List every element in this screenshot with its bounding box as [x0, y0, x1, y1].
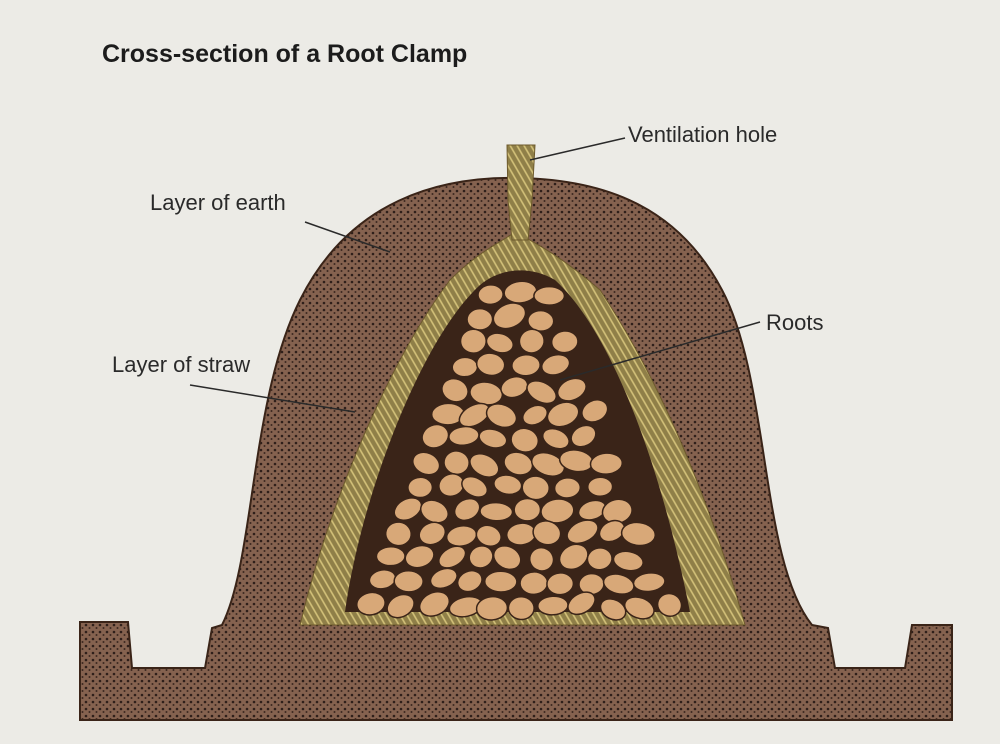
- root: [540, 353, 571, 376]
- root: [421, 423, 450, 449]
- label-ventilation-hole: Ventilation hole: [628, 122, 778, 147]
- root: [475, 595, 509, 621]
- root: [407, 476, 434, 499]
- root: [586, 476, 614, 497]
- ventilation-straw-bundle: [506, 144, 536, 241]
- root: [589, 452, 624, 475]
- root: [581, 399, 609, 423]
- root: [528, 546, 555, 572]
- root: [570, 424, 597, 448]
- root: [393, 497, 423, 521]
- root: [620, 521, 657, 547]
- leader-lines: [189, 137, 761, 413]
- root: [513, 497, 542, 522]
- root: [485, 332, 514, 354]
- root: [567, 591, 596, 616]
- diagram-title: Cross-section of a Root Clamp: [102, 40, 468, 68]
- root: [533, 285, 566, 306]
- root: [429, 567, 458, 590]
- root: [546, 572, 575, 596]
- root: [503, 451, 534, 476]
- root: [566, 519, 599, 545]
- root: [540, 498, 575, 524]
- root: [393, 569, 424, 593]
- roots-pile: [356, 280, 683, 621]
- root: [612, 550, 644, 572]
- root: [527, 309, 555, 332]
- root: [546, 401, 580, 428]
- root: [356, 591, 386, 616]
- root: [469, 452, 500, 478]
- label-roots: Roots: [766, 310, 824, 335]
- root: [375, 545, 406, 567]
- root: [492, 302, 527, 330]
- root: [461, 475, 489, 498]
- root: [485, 403, 518, 429]
- root: [475, 524, 502, 548]
- root: [479, 501, 514, 522]
- root: [384, 521, 412, 547]
- root: [526, 380, 557, 405]
- root: [507, 595, 535, 621]
- root: [478, 428, 508, 449]
- root: [532, 520, 562, 546]
- root: [453, 497, 481, 522]
- root: [492, 545, 522, 571]
- root: [656, 592, 683, 617]
- root: [602, 573, 635, 595]
- label-layer-of-earth: Layer of earth: [150, 190, 286, 215]
- root: [632, 572, 666, 593]
- root: [466, 307, 494, 331]
- root: [404, 544, 435, 569]
- root: [518, 328, 545, 354]
- root: [541, 427, 570, 450]
- root: [477, 284, 504, 306]
- root: [623, 596, 655, 620]
- root: [412, 451, 441, 476]
- root: [558, 543, 589, 571]
- root: [456, 569, 483, 593]
- root: [483, 570, 518, 593]
- root: [586, 547, 613, 571]
- root: [510, 427, 540, 453]
- label-layer-of-straw: Layer of straw: [112, 352, 251, 377]
- root: [459, 328, 487, 354]
- root: [519, 571, 549, 596]
- root: [550, 330, 579, 354]
- root: [500, 375, 529, 399]
- root: [556, 377, 587, 402]
- root: [386, 593, 415, 619]
- root: [599, 598, 627, 621]
- root: [511, 353, 541, 377]
- root: [441, 377, 469, 403]
- root: [530, 451, 566, 477]
- root: [418, 521, 447, 546]
- root: [522, 404, 549, 426]
- root: [419, 499, 449, 524]
- root: [451, 356, 479, 378]
- root: [598, 519, 626, 543]
- root: [475, 352, 506, 377]
- root: [553, 477, 582, 499]
- root: [468, 545, 494, 569]
- root: [438, 545, 467, 569]
- root: [418, 591, 451, 617]
